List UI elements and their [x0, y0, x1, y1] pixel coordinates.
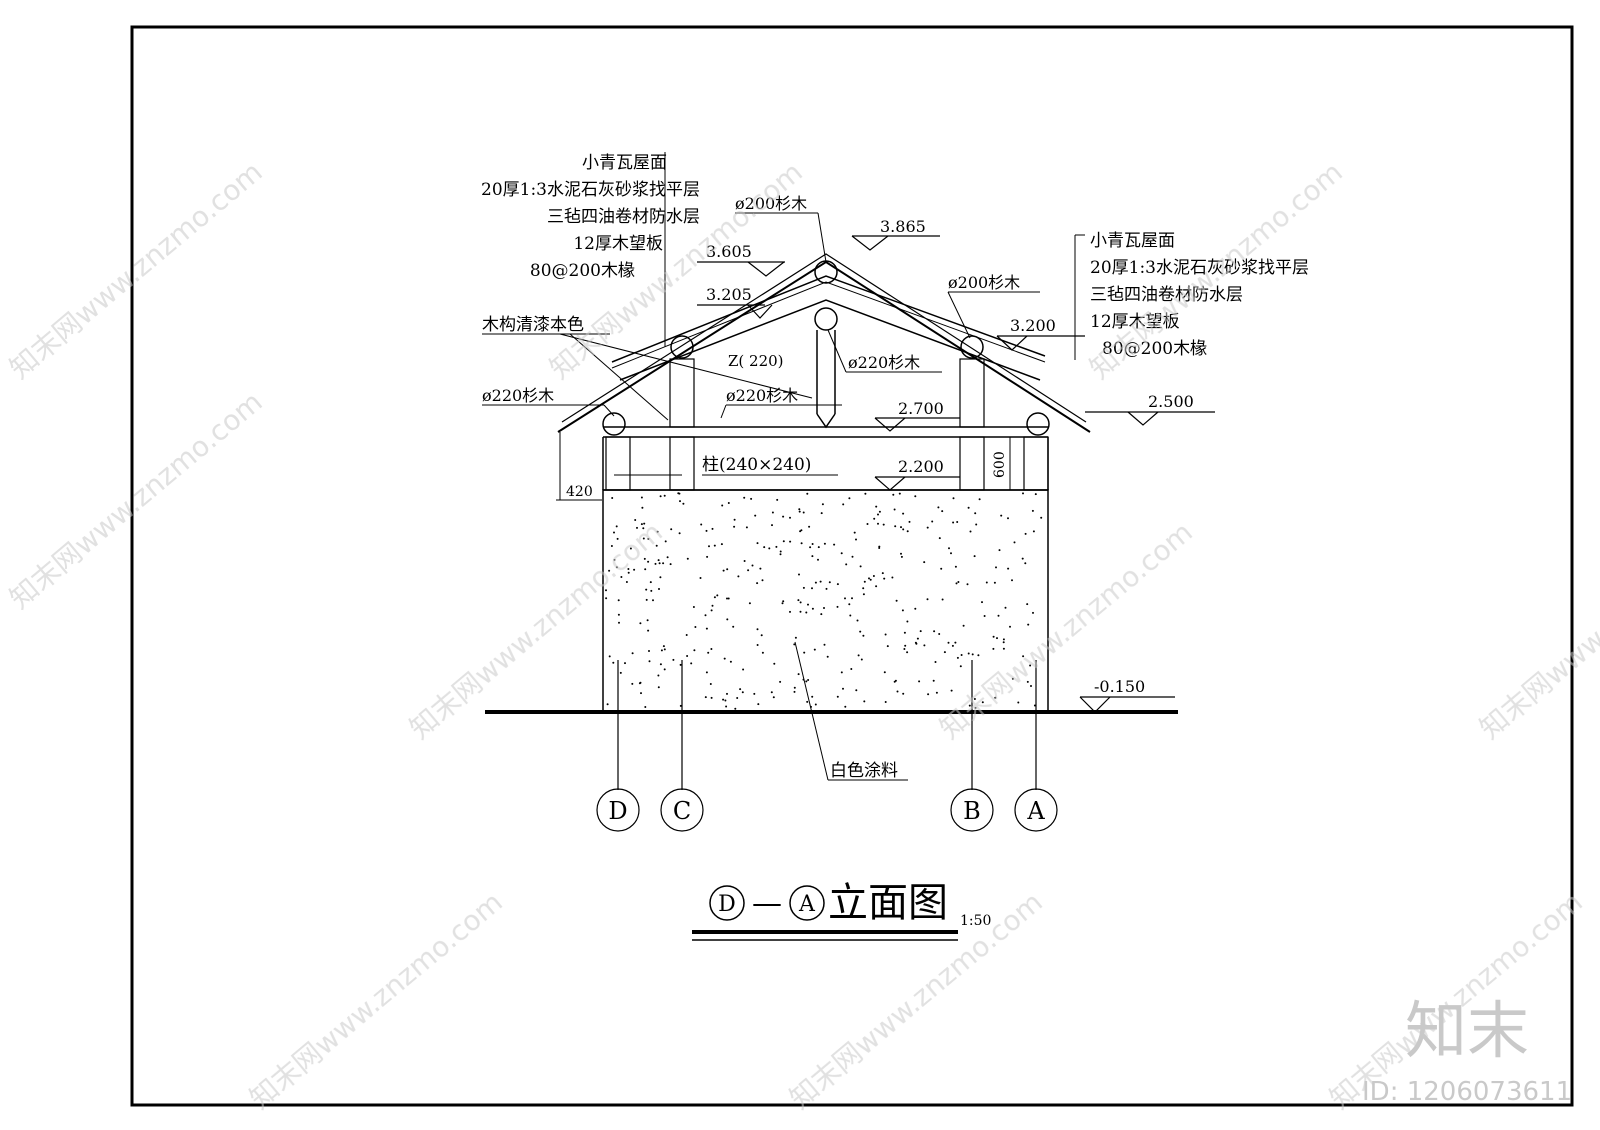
dimension-lines: [556, 432, 1014, 501]
title-axis-a: A: [798, 892, 816, 917]
right-note-3: 三毡四油卷材防水层: [1090, 285, 1243, 305]
watermark-site-8: 知末网www.znzmo.com: [243, 885, 508, 1115]
right-note-1: 小青瓦屋面: [1090, 231, 1175, 251]
right-note-2: 20厚1:3水泥石灰砂浆找平层: [1090, 258, 1309, 278]
axis-c-label: C: [673, 797, 691, 825]
right-note-5: 80@200木椽: [1102, 339, 1207, 359]
elev-3605: 3.605: [706, 242, 752, 261]
title-text: 立面图: [828, 880, 948, 926]
fir220-mid-label: ø220杉木: [726, 386, 798, 405]
left-note-1: 小青瓦屋面: [582, 153, 667, 173]
ridge-purlin: [814, 260, 838, 284]
drawing-title: D — A 立面图 1:50: [692, 880, 991, 941]
column-d: [605, 436, 631, 491]
watermark-brand: 知末: [1405, 994, 1529, 1067]
axis-a-label: A: [1026, 797, 1045, 825]
king-post-label: Z( 220): [728, 352, 784, 370]
elev-3200: 3.200: [1010, 316, 1056, 335]
fir200-top-label: ø200杉木: [735, 194, 807, 213]
elev-2700: 2.700: [898, 399, 944, 418]
left-note-5: 80@200木椽: [530, 261, 635, 281]
left-note-3: 三毡四油卷材防水层: [547, 207, 700, 227]
elev-2500: 2.500: [1148, 392, 1194, 411]
elev-3205: 3.205: [706, 285, 752, 304]
dim-420: 420: [566, 484, 593, 500]
left-note-2: 20厚1:3水泥石灰砂浆找平层: [481, 180, 700, 200]
title-axis-d: D: [718, 892, 736, 917]
column-label: 柱(240×240): [702, 455, 811, 475]
title-dash: —: [752, 886, 782, 921]
watermark-site-4: 知末网www.znzmo.com: [3, 385, 268, 615]
fir220-left-label: ø220杉木: [482, 386, 554, 405]
purlin-right: [1026, 412, 1050, 436]
wood-finish-label: 木构清漆本色: [482, 315, 584, 335]
wall-body: [602, 489, 1049, 713]
drawing-frame: [130, 25, 1574, 1107]
dim-600: 600: [992, 451, 1008, 478]
title-scale: 1:50: [960, 913, 991, 929]
fir220-king-label: ø220杉木: [848, 353, 920, 372]
elev-ground: -0.150: [1094, 677, 1145, 696]
grid-axes: [596, 660, 1058, 832]
elev-2200: 2.200: [898, 457, 944, 476]
elevation-marks: [697, 235, 1215, 713]
elev-3865: 3.865: [880, 217, 926, 236]
column-c: [669, 358, 695, 491]
wall-stipple: [605, 492, 1043, 710]
wall-paint-label: 白色涂料: [830, 761, 898, 781]
watermark-id: ID: 1206073611: [1362, 1077, 1572, 1107]
fir200-right-label: ø200杉木: [948, 273, 1020, 292]
leader-lines: [482, 152, 1085, 781]
column-a: [1023, 436, 1049, 491]
watermarks: 知末网www.znzmo.com 知末网www.znzmo.com 知末网www…: [3, 155, 1600, 1115]
king-purlin: [814, 307, 838, 331]
purlin-mid-right: [960, 335, 984, 359]
watermark-site-1: 知末网www.znzmo.com: [3, 155, 268, 385]
axis-d-label: D: [608, 797, 627, 825]
left-note-4: 12厚木望板: [573, 234, 663, 254]
watermark-site-7: 知末网www.znzmo.com: [1473, 515, 1600, 745]
purlin-left: [602, 412, 626, 436]
axis-b-label: B: [963, 797, 981, 825]
king-post: [816, 330, 836, 429]
purlin-mid-left: [670, 335, 694, 359]
column-b: [959, 358, 985, 491]
right-note-4: 12厚木望板: [1090, 312, 1180, 332]
